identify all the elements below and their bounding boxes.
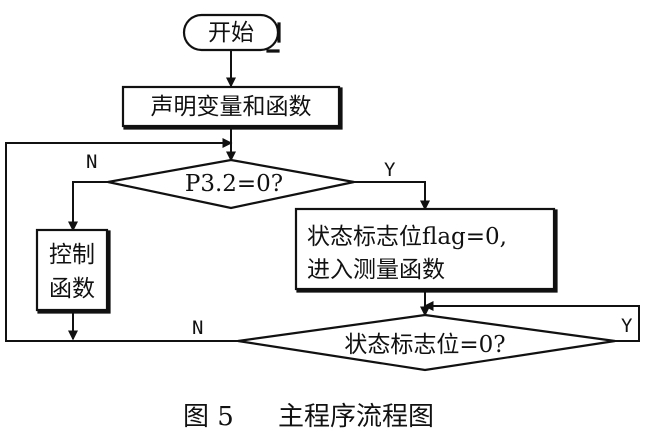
- control-function-box: [35, 228, 109, 312]
- control-function-line-2: 函数: [49, 276, 95, 302]
- measure-line-2: 进入测量函数: [307, 257, 445, 283]
- measure-line-1: 状态标志位flag=0,: [307, 224, 507, 250]
- figure-number: 图 5: [183, 402, 234, 432]
- declare-label: 声明变量和函数: [151, 94, 312, 120]
- start-label: 开始: [208, 20, 254, 46]
- p32-no-label: N: [86, 151, 97, 173]
- p32-no-branch-arrow: [68, 181, 108, 232]
- control-function-line-1: 控制: [49, 242, 95, 268]
- start-terminal-shadow: [266, 22, 281, 53]
- flag-yes-label: Y: [621, 315, 633, 337]
- measure-process-shadow: [296, 209, 558, 293]
- p32-yes-branch-arrow: [354, 181, 430, 211]
- measure-process-box: [294, 207, 556, 291]
- flag-yes-loop-arrow: [423, 301, 640, 342]
- p32-yes-label: Y: [384, 159, 396, 181]
- p32-decision-label: P3.2=0?: [185, 171, 283, 197]
- p32-decision-diamond: [107, 158, 355, 210]
- figure-title: 主程序流程图: [278, 402, 434, 432]
- flag-no-label: N: [192, 317, 203, 339]
- loop-back-line: [5, 138, 238, 342]
- declare-process-box: [121, 85, 341, 128]
- control-function-shadow: [37, 230, 111, 314]
- flag-decision-diamond: [237, 313, 616, 372]
- flag-decision-label: 状态标志位=0?: [344, 332, 505, 358]
- declare-process-shadow: [123, 87, 343, 130]
